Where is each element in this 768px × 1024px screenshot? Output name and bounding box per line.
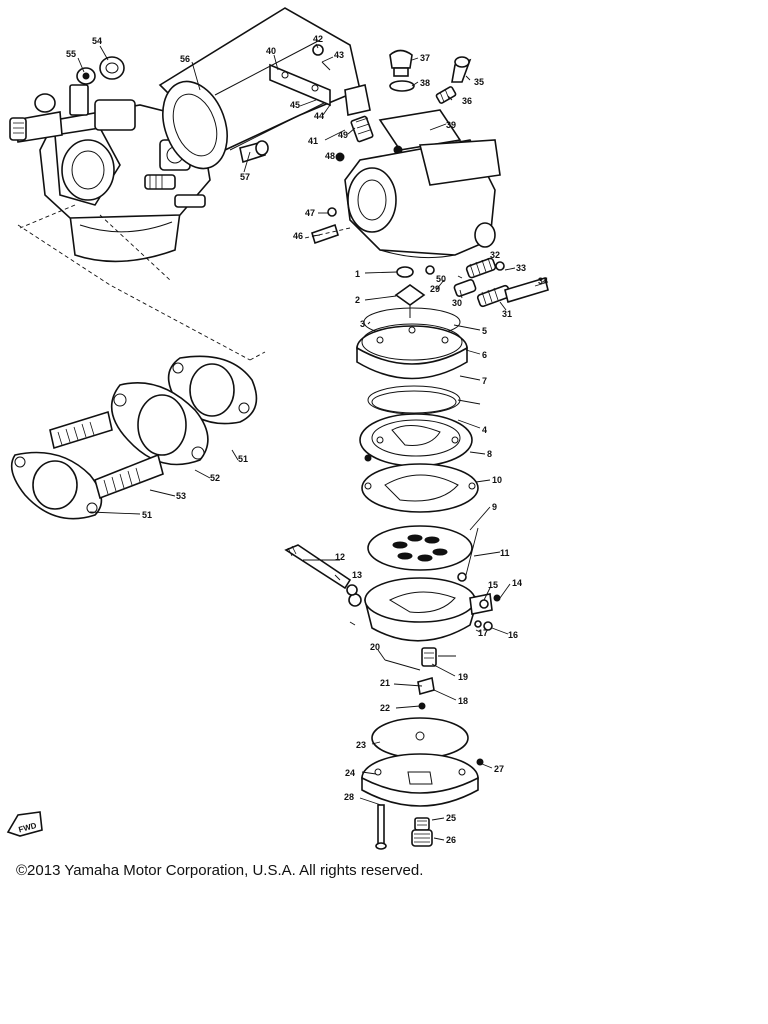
callout-38: 38	[420, 78, 430, 88]
callout-14: 14	[512, 578, 522, 588]
callout-31: 31	[502, 309, 512, 319]
callout-18: 18	[458, 696, 468, 706]
flanges-and-studs	[10, 355, 258, 520]
copyright-notice: ©2013 Yamaha Motor Corporation, U.S.A. A…	[16, 862, 424, 879]
callout-39: 39	[446, 120, 456, 130]
callout-20: 20	[370, 642, 380, 652]
right-carburetor	[311, 49, 501, 259]
callout-37: 37	[420, 53, 430, 63]
callout-3: 3	[360, 319, 365, 329]
callout-17: 17	[478, 628, 488, 638]
fwd-direction-badge: FWD	[6, 811, 43, 837]
assembly-lines	[17, 204, 351, 361]
side-parts	[425, 257, 549, 308]
callout-1: 1	[355, 269, 360, 279]
callout-44: 44	[314, 111, 324, 121]
callout-42: 42	[313, 34, 323, 44]
callout-34: 34	[538, 276, 548, 286]
intake-tube	[158, 7, 361, 170]
callout-28: 28	[344, 792, 354, 802]
callout-25: 25	[446, 813, 456, 823]
callout-33: 33	[516, 263, 526, 273]
carburetor-exploded-diagram: 1 2 3 4 5 6 7 8 9 10 11 12 13 14 15 16 1…	[6, 7, 549, 850]
callout-49: 49	[338, 130, 348, 140]
callout-labels: 1 2 3 4 5 6 7 8 9 10 11 12 13 14 15 16 1…	[66, 34, 548, 845]
callout-19: 19	[458, 672, 468, 682]
callout-41: 41	[308, 136, 318, 146]
callout-27: 27	[494, 764, 504, 774]
callout-51-rear: 51	[238, 454, 248, 464]
callout-26: 26	[446, 835, 456, 845]
callout-6: 6	[482, 350, 487, 360]
callout-32: 32	[490, 250, 500, 260]
callout-40: 40	[266, 46, 276, 56]
callout-55-left: 55	[66, 49, 76, 59]
callout-15: 15	[488, 580, 498, 590]
callout-5: 5	[482, 326, 487, 336]
callout-8: 8	[487, 449, 492, 459]
callout-46: 46	[293, 231, 303, 241]
callout-48: 48	[325, 151, 335, 161]
callout-13: 13	[352, 570, 362, 580]
callout-29: 29	[430, 284, 440, 294]
callout-30: 30	[452, 298, 462, 308]
fuel-pump-stack	[284, 266, 501, 850]
callout-51-front: 51	[142, 510, 152, 520]
callout-16: 16	[508, 630, 518, 640]
callout-2: 2	[355, 295, 360, 305]
callout-21: 21	[380, 678, 390, 688]
callout-12: 12	[335, 552, 345, 562]
leader-lines	[77, 43, 549, 841]
callout-43: 43	[334, 50, 344, 60]
callout-57-left: 57	[240, 172, 250, 182]
callout-7: 7	[482, 376, 487, 386]
callout-4: 4	[482, 425, 487, 435]
callout-50: 50	[436, 274, 446, 284]
callout-47: 47	[305, 208, 315, 218]
callout-23: 23	[356, 740, 366, 750]
callout-52: 52	[210, 473, 220, 483]
callout-10: 10	[492, 475, 502, 485]
callout-9: 9	[492, 502, 497, 512]
callout-53: 53	[176, 491, 186, 501]
callout-36: 36	[462, 96, 472, 106]
callout-22: 22	[380, 703, 390, 713]
callout-35: 35	[474, 77, 484, 87]
callout-11: 11	[500, 548, 510, 558]
callout-54: 54	[92, 36, 102, 46]
callout-24: 24	[345, 768, 355, 778]
callout-56: 56	[180, 54, 190, 64]
callout-45: 45	[290, 100, 300, 110]
